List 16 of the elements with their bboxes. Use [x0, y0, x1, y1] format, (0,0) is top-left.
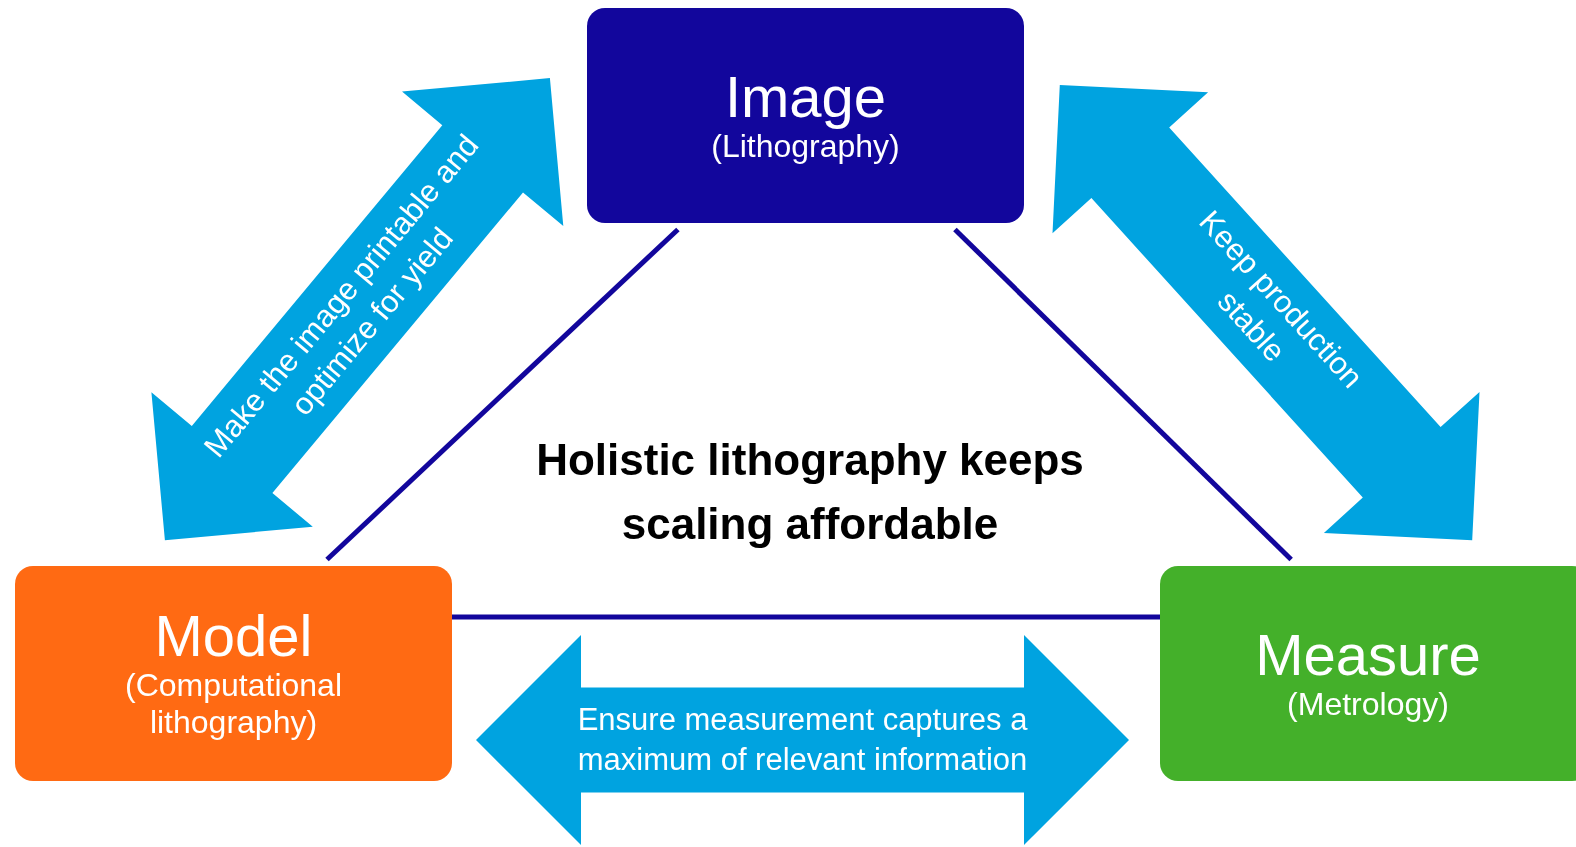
double-block-arrow [151, 78, 564, 541]
node-title: Measure [1255, 624, 1481, 686]
process-box [1160, 566, 1576, 781]
center-statement: Holistic lithography keeps scaling affordable [535, 434, 1085, 550]
process-box [15, 566, 452, 781]
connector-line [953, 227, 1293, 562]
node-subtitle: (Metrology) [1287, 685, 1449, 723]
connector-line [325, 227, 680, 562]
process-box [587, 8, 1024, 223]
node-title: Image [724, 66, 887, 128]
connector-line [452, 614, 1160, 620]
double-block-arrow [1052, 85, 1480, 541]
node-subtitle: (Computational lithography) [124, 667, 343, 741]
double-block-arrow [476, 635, 1129, 846]
edge-label: Ensure measurement captures a maximum of relevant information [576, 700, 1029, 780]
node-title: Model [154, 606, 313, 668]
